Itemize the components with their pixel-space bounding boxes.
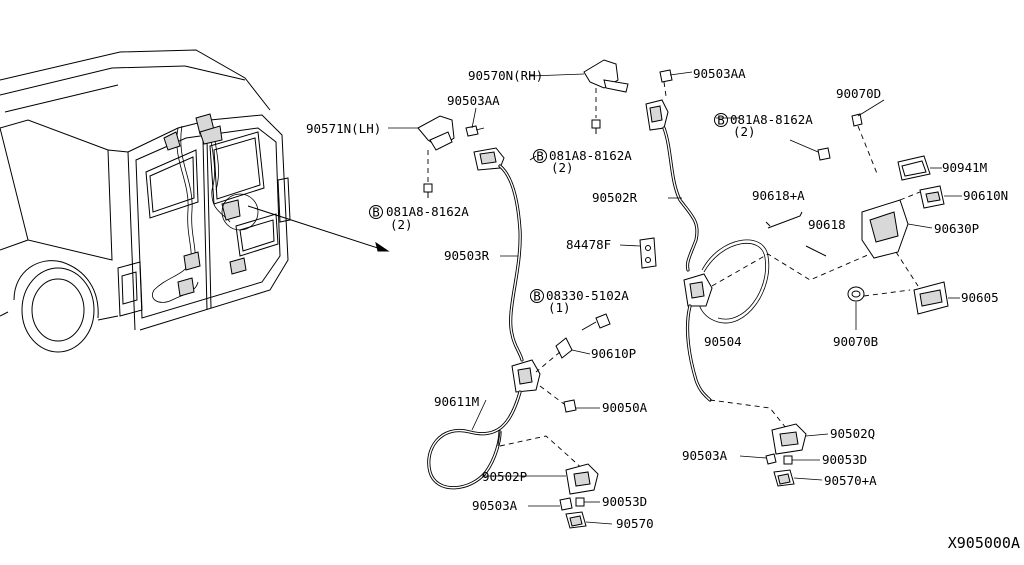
label-90053d-left: 90053D: [602, 494, 647, 509]
svg-text:B: B: [717, 113, 725, 128]
svg-text:B: B: [533, 289, 541, 304]
label-screw-08330-qty: (1): [548, 300, 571, 315]
svg-text:B: B: [372, 205, 380, 220]
label-90070d: 90070D: [836, 86, 881, 101]
label-90503a-right: 90503A: [682, 448, 728, 463]
label-90070b: 90070B: [833, 334, 878, 349]
circle-b-screw: B: [530, 289, 544, 304]
label-90610n: 90610N: [963, 188, 1008, 203]
label-90941m: 90941M: [942, 160, 987, 175]
diagram-reference: X905000A: [948, 534, 1020, 552]
label-90570: 90570: [616, 516, 654, 531]
label-90053d-right: 90053D: [822, 452, 867, 467]
label-90605: 90605: [961, 290, 999, 305]
label-screw-08330: 08330-5102A: [546, 288, 629, 303]
grommet-90070b: [847, 286, 865, 302]
label-bolt-mid: 081A8-8162A: [549, 148, 632, 163]
circle-b-left: B: [369, 205, 383, 220]
right-door-hardware: [583, 59, 949, 487]
label-90611m: 90611M: [434, 394, 479, 409]
leader-lines: [388, 71, 962, 525]
label-90503r: 90503R: [444, 248, 490, 263]
label-90502r: 90502R: [592, 190, 638, 205]
label-84478f: 84478F: [566, 237, 611, 252]
plate-84478f: [639, 237, 657, 269]
circle-b-right: B: [714, 113, 728, 128]
label-90618a: 90618+A: [752, 188, 805, 203]
label-90570a: 90570+A: [824, 473, 877, 488]
label-90503aa-left: 90503AA: [447, 93, 500, 108]
van-illustration: [0, 49, 390, 353]
label-90570n-rh: 90570N(RH): [468, 68, 543, 83]
svg-text:B: B: [536, 149, 544, 164]
part-labels: 90570N(RH) 90503AA 90503AA 90571N(LH) 08…: [306, 66, 1020, 552]
label-90610p: 90610P: [591, 346, 636, 361]
circle-b-markers: B B B B: [369, 113, 728, 304]
label-90050a: 90050A: [602, 400, 648, 415]
label-90502p: 90502P: [482, 469, 527, 484]
label-bolt-left-qty: (2): [390, 217, 413, 232]
label-bolt-mid-qty: (2): [551, 160, 574, 175]
label-90502q: 90502Q: [830, 426, 875, 441]
label-90503a-left: 90503A: [472, 498, 518, 513]
circle-b-mid: B: [533, 149, 547, 164]
label-bolt-left: 081A8-8162A: [386, 204, 469, 219]
label-90503aa-top: 90503AA: [693, 66, 746, 81]
label-90618: 90618: [808, 217, 846, 232]
label-bolt-right-qty: (2): [733, 124, 756, 139]
label-bolt-right: 081A8-8162A: [730, 112, 813, 127]
label-90630p: 90630P: [934, 221, 979, 236]
label-90571n-lh: 90571N(LH): [306, 121, 381, 136]
label-90504: 90504: [704, 334, 742, 349]
left-door-hardware: [417, 115, 657, 529]
